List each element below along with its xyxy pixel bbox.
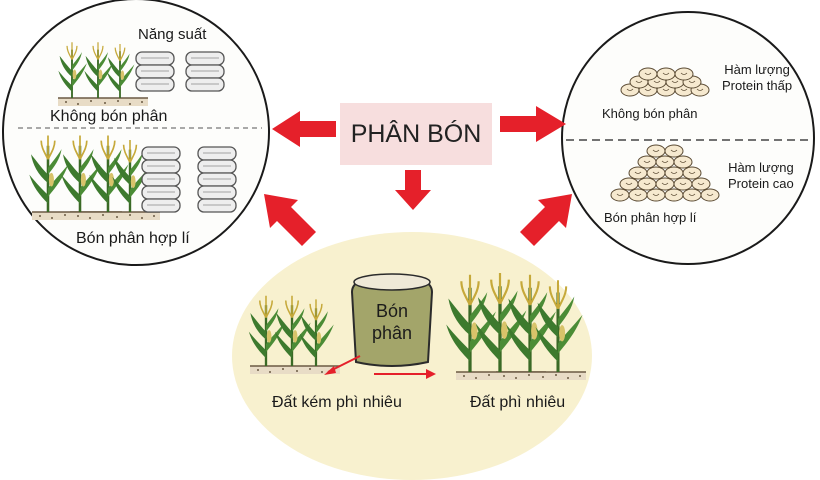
proper-fertilizer-label: Bón phân hợp lí bbox=[76, 230, 190, 247]
yield-label: Năng suất bbox=[138, 26, 207, 43]
arrow-to-yield bbox=[272, 111, 336, 147]
high-protein-label: Hàm lượng Protein cao bbox=[728, 160, 794, 191]
poor-soil-label: Đất kém phì nhiêu bbox=[272, 394, 402, 411]
protein-fertilizer-label: Bón phân hợp lí bbox=[604, 210, 697, 225]
yield-circle bbox=[2, 0, 270, 266]
fertilizer-title-box: PHÂN BÓN bbox=[340, 103, 492, 165]
fertilizer-bag-icon bbox=[350, 273, 434, 367]
arrow-to-soil bbox=[395, 170, 431, 210]
protein-circle bbox=[561, 11, 815, 265]
arrow-soil-to-yield bbox=[264, 194, 316, 246]
fertilizer-title: PHÂN BÓN bbox=[350, 119, 482, 148]
no-fertilizer-label: Không bón phân bbox=[50, 108, 168, 125]
arrow-soil-to-protein bbox=[520, 194, 572, 246]
protein-no-fertilizer-label: Không bón phân bbox=[602, 106, 698, 121]
apply-fertilizer-arrow bbox=[324, 355, 361, 375]
soil-improvement-arrow bbox=[374, 369, 436, 379]
rich-soil-label: Đất phì nhiêu bbox=[470, 394, 566, 411]
fertilizer-bag-label: Bón phân bbox=[371, 301, 413, 343]
arrow-to-protein bbox=[500, 106, 566, 142]
low-protein-label: Hàm lượng Protein thấp bbox=[722, 62, 793, 93]
